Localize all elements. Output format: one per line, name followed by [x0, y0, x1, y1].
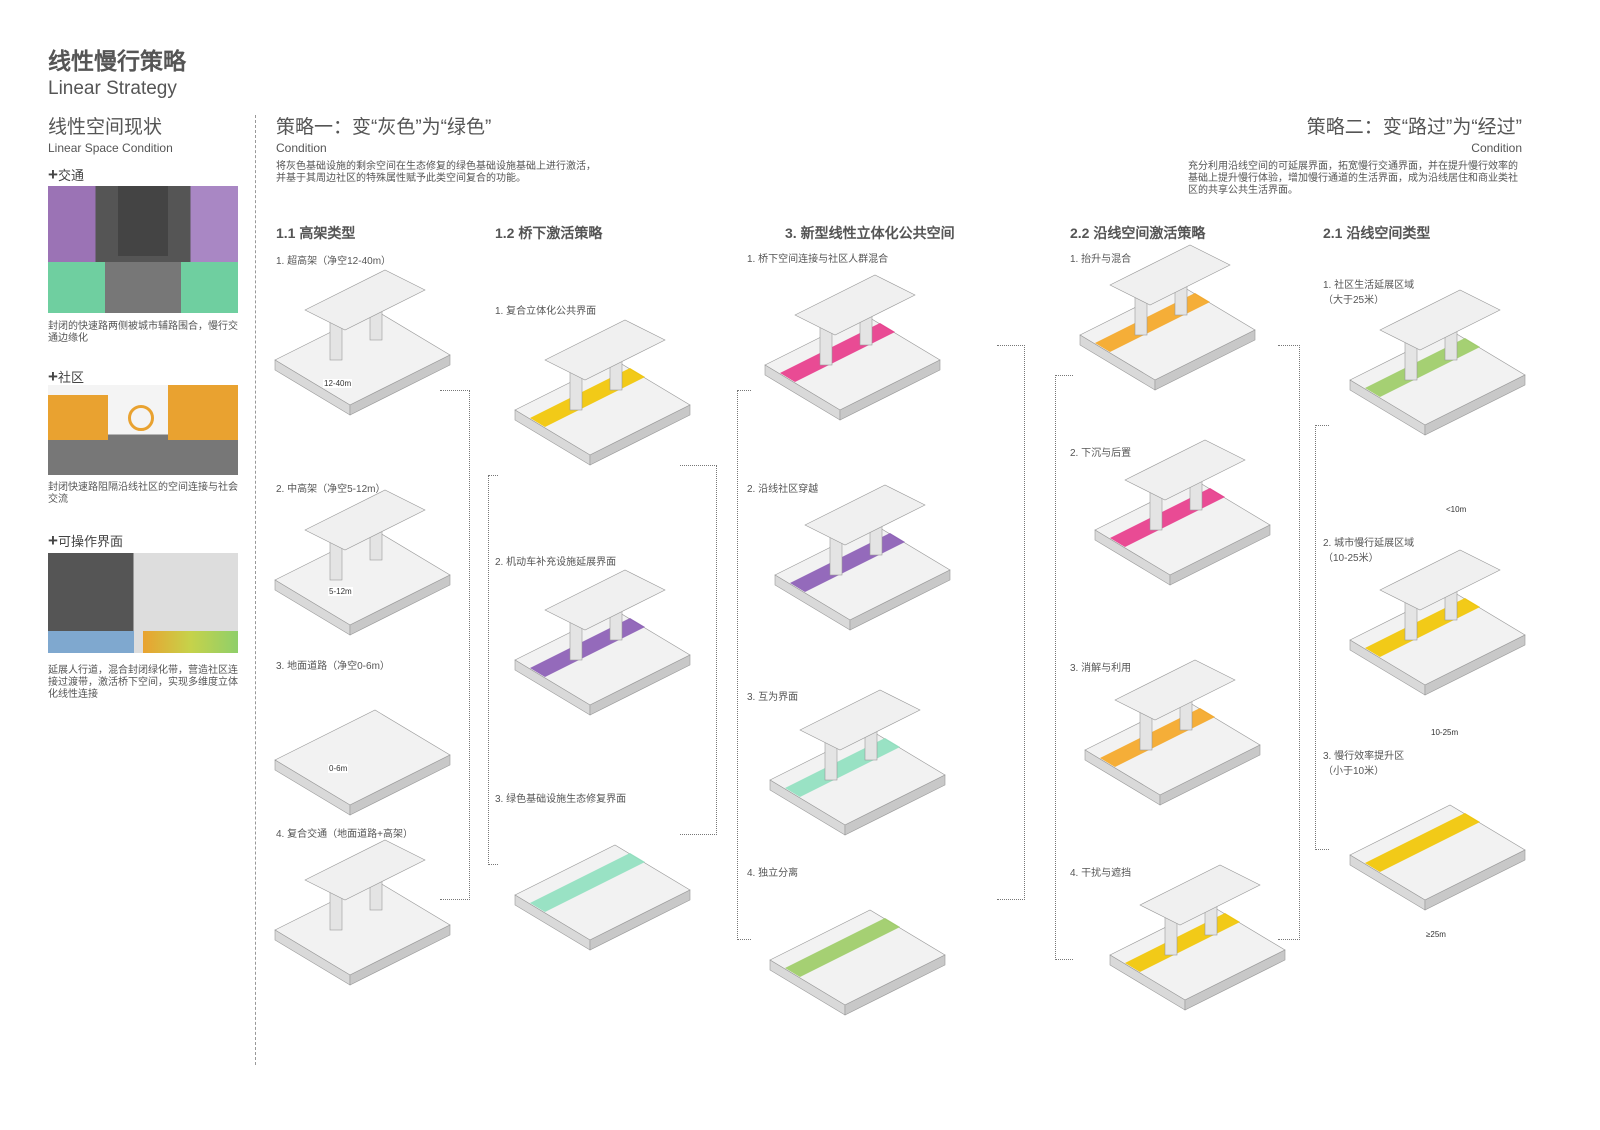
isometric-diagram — [1094, 439, 1271, 586]
left-heading: 线性空间现状 — [48, 117, 163, 138]
connector — [737, 390, 751, 940]
isometric-diagram — [514, 319, 691, 466]
connector — [997, 345, 1025, 900]
item-caption: 3. 绿色基础设施生态修复界面 — [495, 794, 627, 805]
dimension-label: ≥25m — [1425, 930, 1447, 939]
item-caption: 4. 独立分离 — [747, 868, 799, 879]
left-heading-en: Linear Space Condition — [48, 141, 173, 155]
item-caption: 3. 慢行效率提升区（小于10米） — [1323, 751, 1405, 777]
strategy2-en: Condition — [1471, 141, 1522, 155]
community-photo — [48, 385, 238, 475]
item-caption: 2. 机动车补充设施延展界面 — [495, 557, 617, 568]
isometric-diagram — [514, 569, 691, 716]
isometric-diagram — [774, 484, 951, 631]
isometric-diagram — [769, 689, 946, 836]
item-caption: 1. 复合立体化公共界面 — [495, 306, 597, 317]
connector — [440, 390, 470, 900]
item-caption: 2. 城市慢行延展区域（10-25米） — [1323, 538, 1415, 564]
dimension-label: 10-25m — [1430, 728, 1460, 737]
page-subtitle: Linear Strategy — [48, 78, 177, 99]
item-caption: 1. 抬升与混合 — [1070, 254, 1132, 265]
connector — [1315, 425, 1329, 850]
item-caption: 2. 沿线社区穿越 — [747, 484, 819, 495]
item-caption: 2. 中高架（净空5-12m） — [276, 484, 386, 495]
dimension-label: 5-12m — [328, 587, 353, 596]
isometric-diagram — [514, 844, 691, 951]
isometric-diagram — [1079, 244, 1256, 391]
community-caption: 封闭快速路阻隔沿线社区的空间连接与社会交流 — [48, 482, 238, 505]
isometric-diagram — [1349, 289, 1526, 436]
isometric-diagram — [1109, 864, 1286, 1011]
strategy2-title: 策略二：变“路过”为“经过” — [1306, 117, 1522, 138]
item-caption: 4. 复合交通（地面道路+高架） — [276, 829, 413, 840]
connector — [680, 465, 717, 835]
condition-label-community: +社区 — [48, 367, 84, 386]
isometric-diagram — [274, 489, 451, 636]
section-title-1-1: 1.1 高架类型 — [276, 225, 356, 241]
dimension-label: <10m — [1445, 505, 1468, 514]
traffic-caption: 封闭的快速路两侧被城市辅路围合，慢行交通边缘化 — [48, 321, 238, 344]
section-title-2-2: 2.2 沿线空间激活策略 — [1070, 225, 1206, 241]
interface-caption: 延展人行道，混合封闭绿化带，营造社区连接过渡带，激活桥下空间，实现多维度立体化线… — [48, 665, 238, 700]
strategy1-en: Condition — [276, 141, 327, 155]
dimension-label: 0-6m — [328, 764, 349, 773]
isometric-diagram — [274, 709, 451, 816]
item-caption: 3. 互为界面 — [747, 692, 799, 703]
divider — [255, 115, 256, 1065]
item-caption: 3. 消解与利用 — [1070, 663, 1132, 674]
interface-photo — [48, 553, 238, 653]
strategy1-title: 策略一：变“灰色”为“绿色” — [276, 117, 492, 138]
dimension-label: 12-40m — [323, 379, 353, 388]
item-caption: 4. 干扰与遮挡 — [1070, 868, 1132, 879]
item-caption: 1. 桥下空间连接与社区人群混合 — [747, 254, 889, 265]
isometric-diagram — [1349, 549, 1526, 696]
isometric-diagram — [274, 839, 451, 986]
item-caption: 1. 社区生活延展区域（大于25米） — [1323, 280, 1415, 306]
condition-label-interface: +可操作界面 — [48, 531, 123, 550]
item-caption: 1. 超高架（净空12-40m） — [276, 256, 392, 267]
traffic-photo — [48, 186, 238, 313]
connector — [488, 475, 498, 865]
no-social-icon — [128, 405, 154, 431]
strategy1-desc: 将灰色基础设施的剩余空间在生态修复的绿色基础设施基础上进行激活，并基于其周边社区… — [276, 161, 596, 184]
connector — [1278, 345, 1300, 940]
item-caption: 3. 地面道路（净空0-6m） — [276, 661, 390, 672]
page-title: 线性慢行策略 — [48, 48, 186, 74]
connector — [1055, 375, 1073, 960]
isometric-diagram — [1349, 804, 1526, 911]
section-title-3: 3. 新型线性立体化公共空间 — [785, 225, 955, 241]
isometric-diagram — [769, 909, 946, 1016]
section-title-2-1: 2.1 沿线空间类型 — [1323, 225, 1431, 241]
item-caption: 2. 下沉与后置 — [1070, 448, 1132, 459]
isometric-diagram — [764, 274, 941, 421]
isometric-diagram — [1084, 659, 1261, 806]
section-title-1-2: 1.2 桥下激活策略 — [495, 225, 603, 241]
strategy2-desc: 充分利用沿线空间的可延展界面，拓宽慢行交通界面，并在提升慢行效率的基础上提升慢行… — [1188, 161, 1518, 196]
condition-label-traffic: +交通 — [48, 165, 84, 184]
isometric-diagram — [274, 269, 451, 416]
